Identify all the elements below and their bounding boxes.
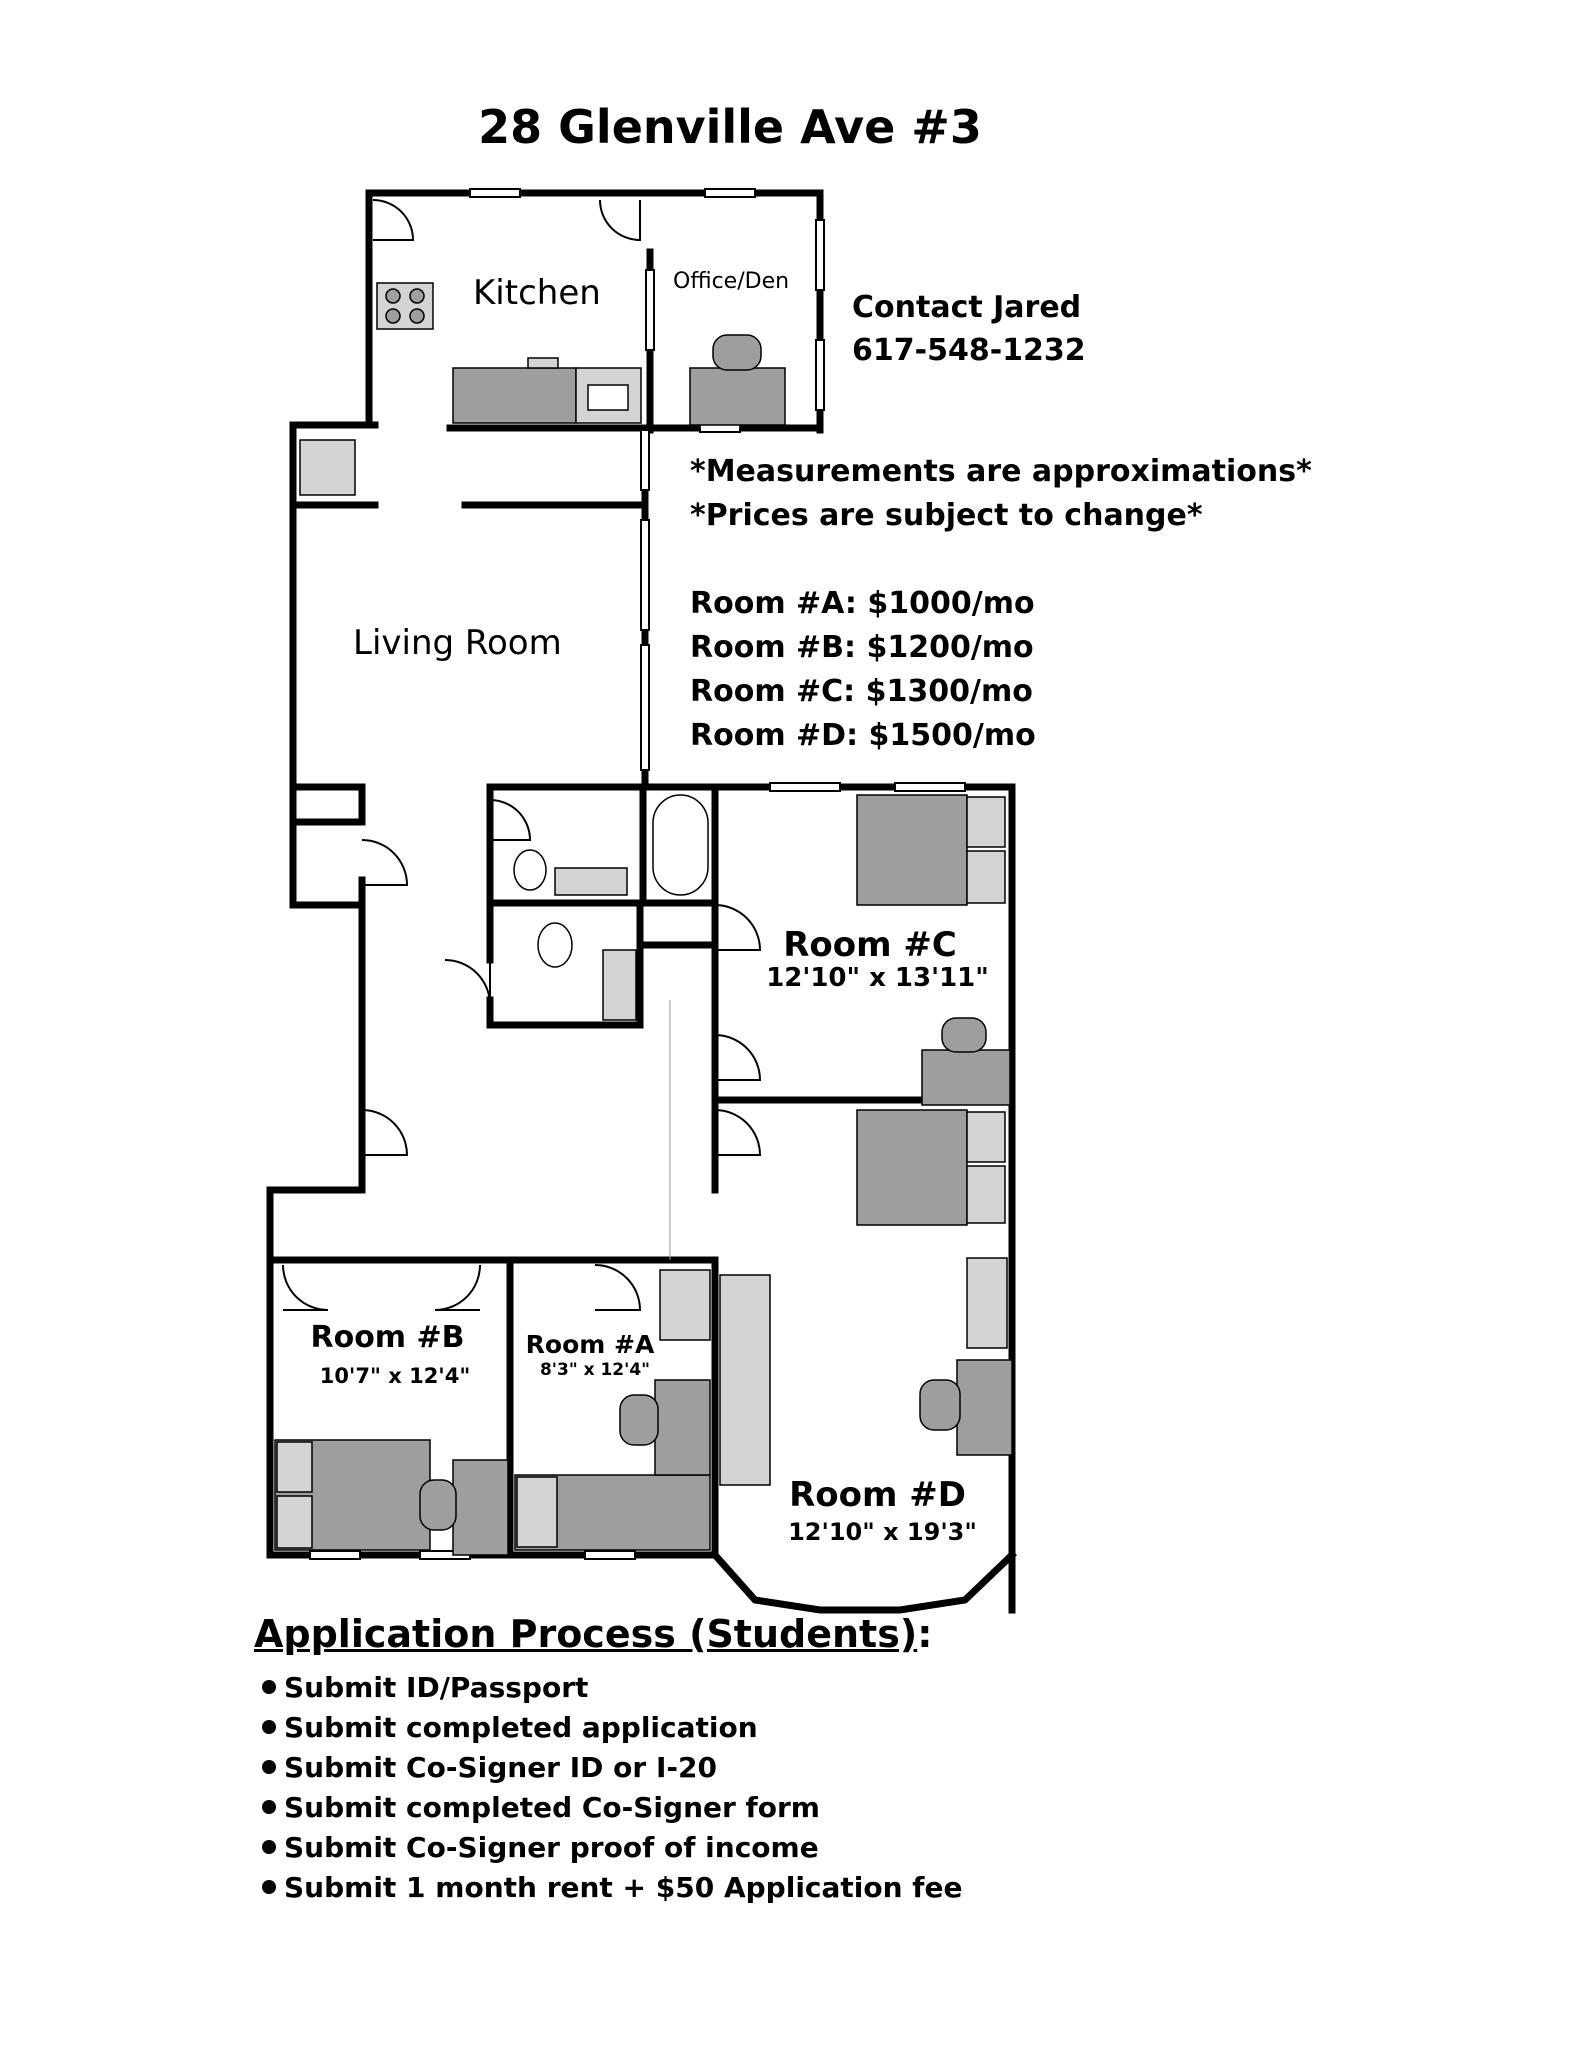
- list-item: Submit 1 month rent + $50 Application fe…: [262, 1868, 962, 1908]
- bullet-icon: [262, 1720, 276, 1734]
- bullet-icon: [262, 1680, 276, 1694]
- doors: [282, 199, 762, 1311]
- room-d-dims: 12'10" x 19'3": [788, 1518, 977, 1546]
- room-c-dims: 12'10" x 13'11": [766, 963, 989, 993]
- price-room-d: Room #D: $1500/mo: [690, 718, 1036, 753]
- living-room-label: Living Room: [353, 623, 562, 663]
- furniture: [274, 282, 1013, 1556]
- contact-phone: 617-548-1232: [852, 333, 1086, 368]
- list-item: Submit ID/Passport: [262, 1668, 962, 1708]
- kitchen-label: Kitchen: [473, 273, 601, 313]
- bullet-icon: [262, 1800, 276, 1814]
- list-item: Submit completed application: [262, 1708, 962, 1748]
- windows: [309, 188, 966, 1560]
- application-heading: Application Process (Students): [254, 1612, 918, 1656]
- bullet-icon: [262, 1760, 276, 1774]
- room-c-label: Room #C: [783, 925, 957, 965]
- price-room-b: Room #B: $1200/mo: [690, 630, 1034, 665]
- room-b-dims: 10'7" x 12'4": [319, 1364, 471, 1388]
- application-heading-colon: :: [917, 1612, 933, 1656]
- room-d-label: Room #D: [789, 1475, 966, 1515]
- list-item: Submit completed Co-Signer form: [262, 1788, 962, 1828]
- list-item: Submit Co-Signer ID or I-20: [262, 1748, 962, 1788]
- room-a-label: Room #A: [525, 1330, 655, 1359]
- note-prices: *Prices are subject to change*: [690, 498, 1203, 533]
- bullet-icon: [262, 1880, 276, 1894]
- application-steps: Submit ID/Passport Submit completed appl…: [262, 1668, 962, 1908]
- price-room-a: Room #A: $1000/mo: [690, 586, 1035, 621]
- price-room-c: Room #C: $1300/mo: [690, 674, 1033, 709]
- page-title: 28 Glenville Ave #3: [478, 100, 982, 154]
- list-item: Submit Co-Signer proof of income: [262, 1828, 962, 1868]
- room-a-dims: 8'3" x 12'4": [539, 1360, 651, 1380]
- room-b-label: Room #B: [310, 1320, 465, 1355]
- bullet-icon: [262, 1840, 276, 1854]
- office-den-label: Office/Den: [673, 269, 790, 294]
- contact-name: Contact Jared: [852, 290, 1082, 325]
- note-measurements: *Measurements are approximations*: [690, 454, 1312, 489]
- application-heading-row: Application Process (Students):: [254, 1612, 932, 1656]
